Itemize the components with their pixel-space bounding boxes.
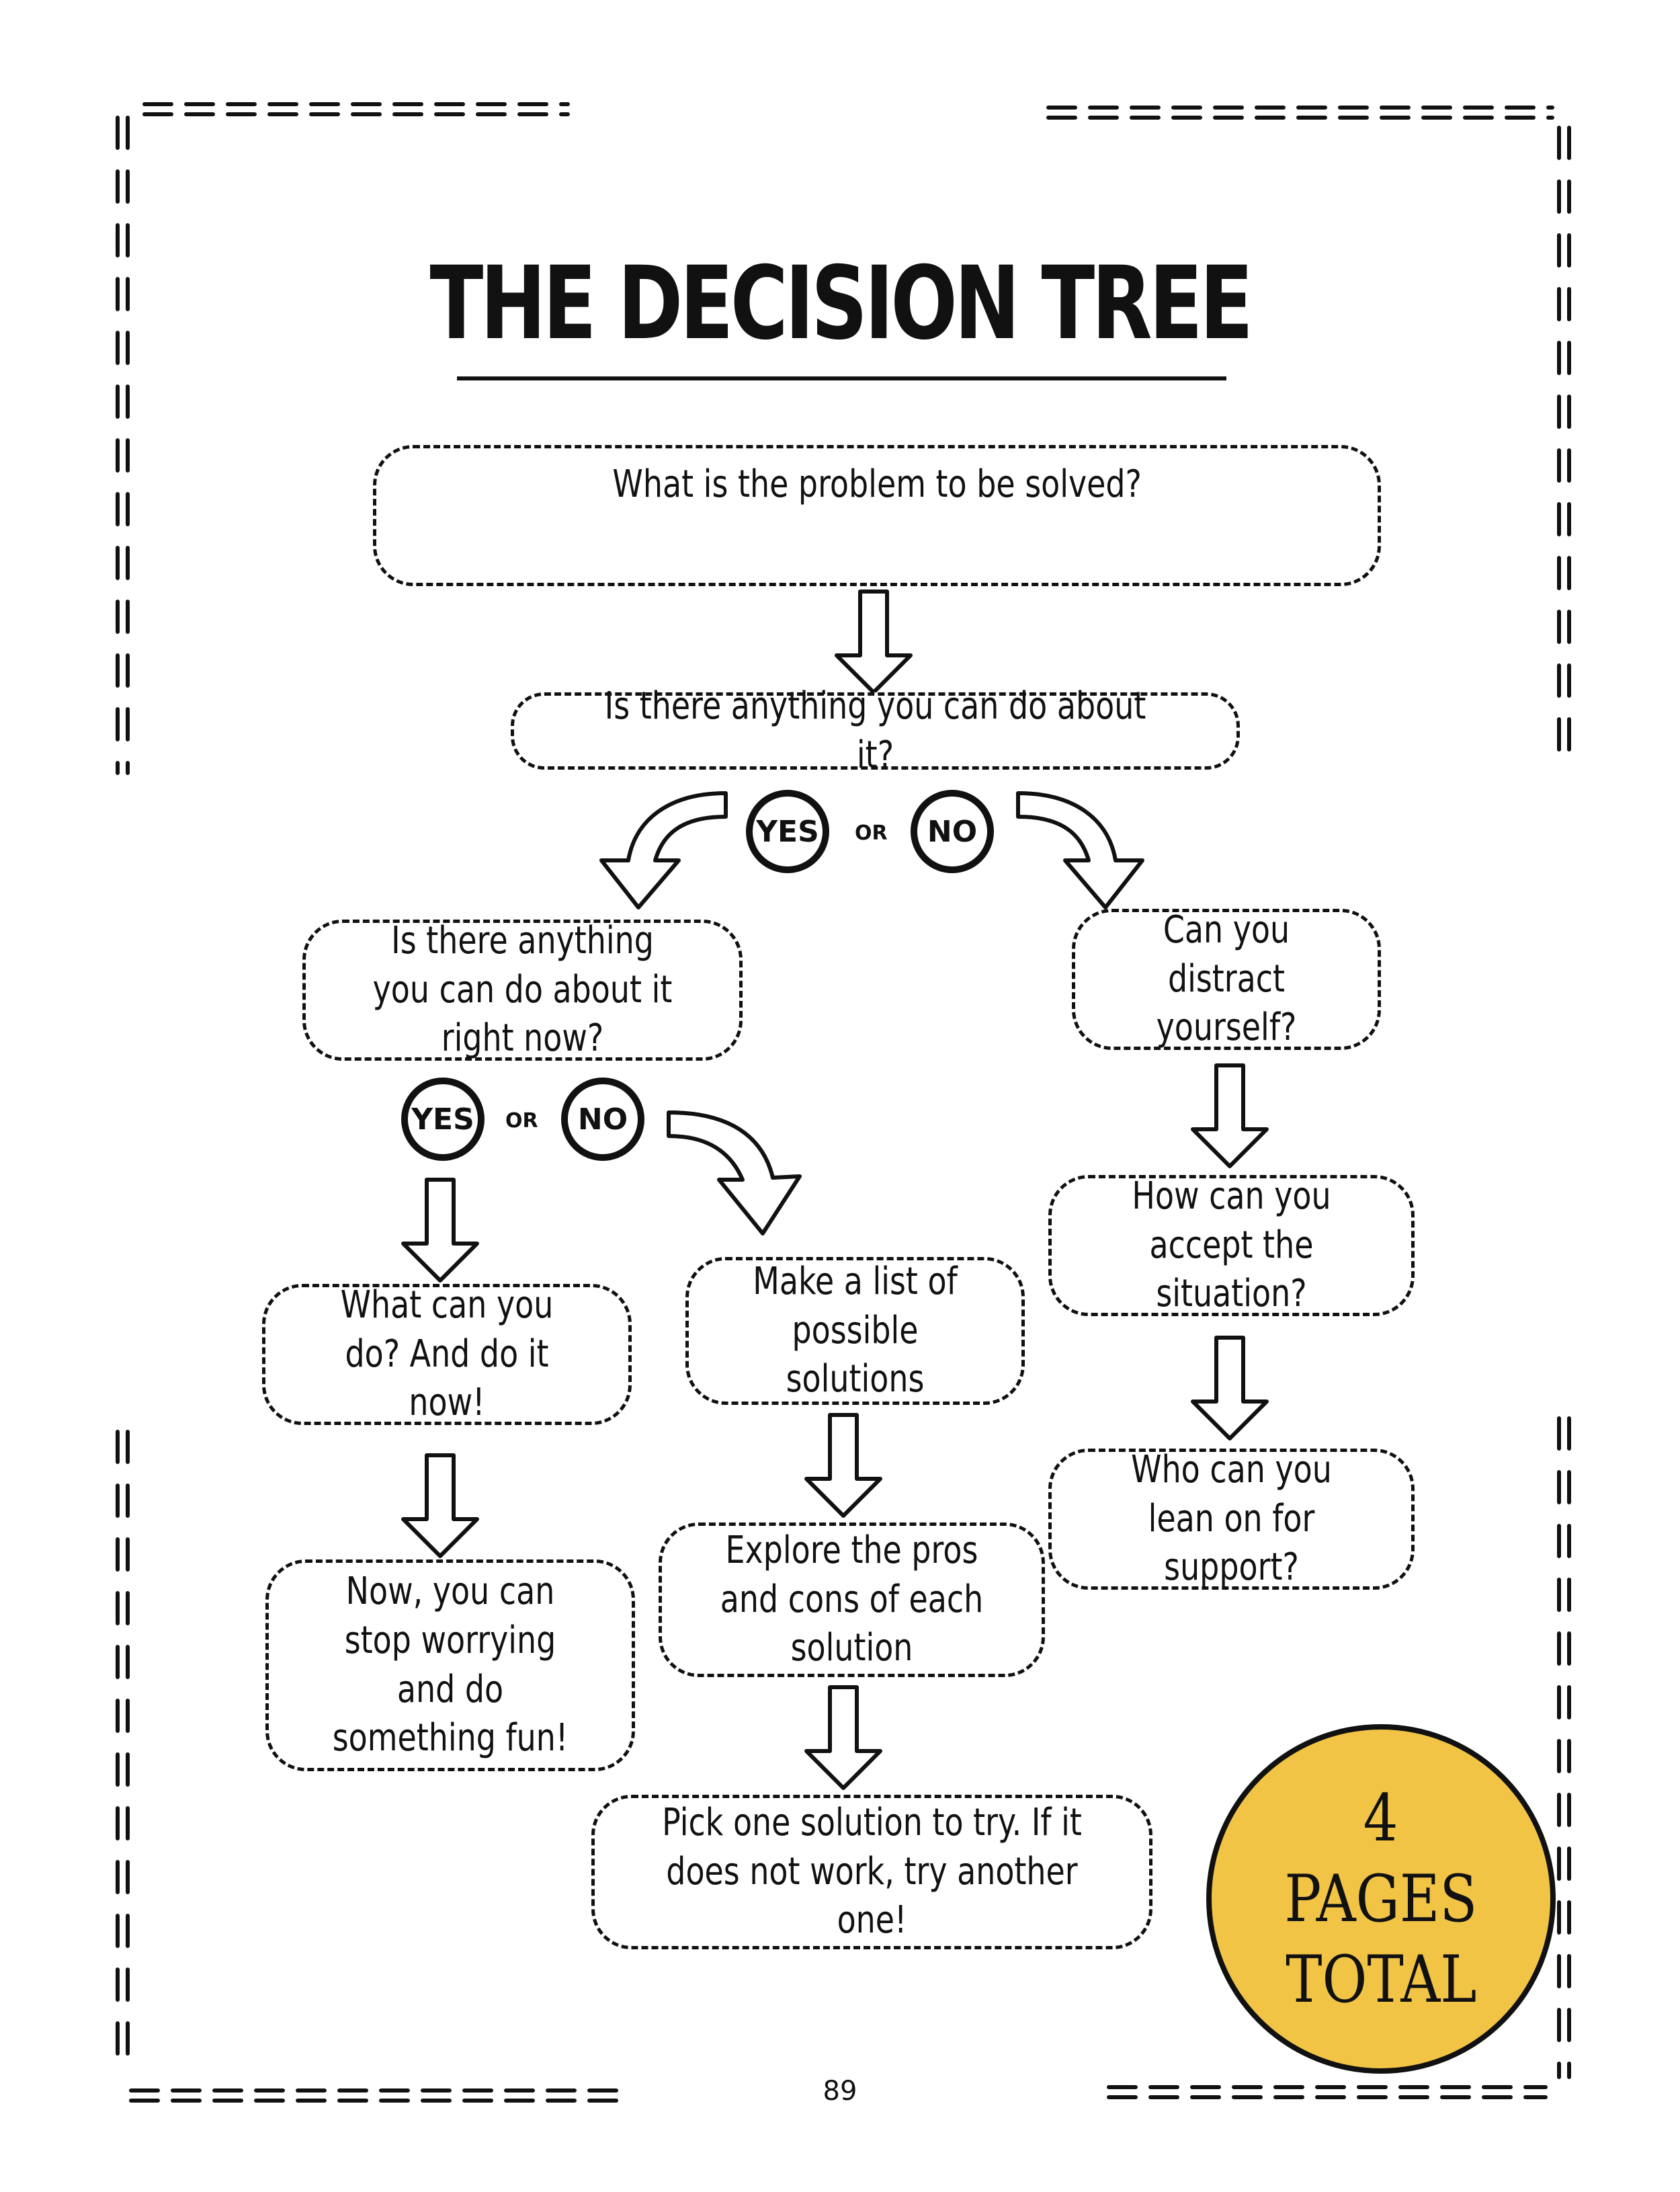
node-make-list: Make a list of possible solutions — [685, 1257, 1025, 1405]
page-number: 89 — [823, 2076, 857, 2107]
node-can-do: Is there anything you can do about it? — [511, 684, 1240, 777]
node-problem: What is the problem to be solved? — [373, 445, 1381, 586]
pages-total-badge: 4 PAGES TOTAL — [1206, 1724, 1556, 2074]
node-right-now: Is there anything you can do about it ri… — [302, 919, 743, 1061]
arrow-down-icon — [401, 1453, 479, 1558]
arrow-down-icon — [401, 1178, 479, 1283]
page-title: THE DECISION TREE — [429, 245, 1254, 362]
yes-circle: YES — [746, 790, 829, 873]
yes-circle: YES — [401, 1078, 485, 1161]
curved-arrow-right-icon — [1016, 791, 1144, 909]
node-distract: Can you distract yourself? — [1072, 908, 1381, 1050]
or-label: OR — [855, 821, 888, 845]
badge-line1: PAGES — [1284, 1861, 1478, 1937]
arrow-down-icon — [1191, 1063, 1269, 1168]
curved-arrow-left-icon — [599, 791, 728, 909]
arrow-down-icon — [1191, 1336, 1269, 1440]
node-accept: How can you accept the situation? — [1048, 1174, 1415, 1316]
node-stop-worry: Now, you can stop worrying and do someth… — [265, 1559, 635, 1771]
node-pros-cons: Explore the pros and cons of each soluti… — [659, 1523, 1045, 1677]
or-label: OR — [505, 1109, 538, 1133]
no-circle: NO — [911, 790, 994, 873]
arrow-down-icon — [804, 1413, 882, 1518]
arrow-down-icon — [835, 590, 913, 694]
node-pick-one: Pick one solution to try. If it does not… — [591, 1795, 1152, 1949]
badge-number: 4 — [1363, 1781, 1398, 1856]
badge-line2: TOTAL — [1285, 1942, 1477, 2017]
curved-arrow-right-icon — [667, 1110, 802, 1235]
node-what-do: What can you do? And do it now! — [262, 1283, 632, 1425]
arrow-down-icon — [804, 1685, 882, 1790]
node-lean-on: Who can you lean on for support? — [1048, 1448, 1415, 1590]
no-circle: NO — [561, 1078, 644, 1161]
page-frame — [116, 102, 1571, 2103]
